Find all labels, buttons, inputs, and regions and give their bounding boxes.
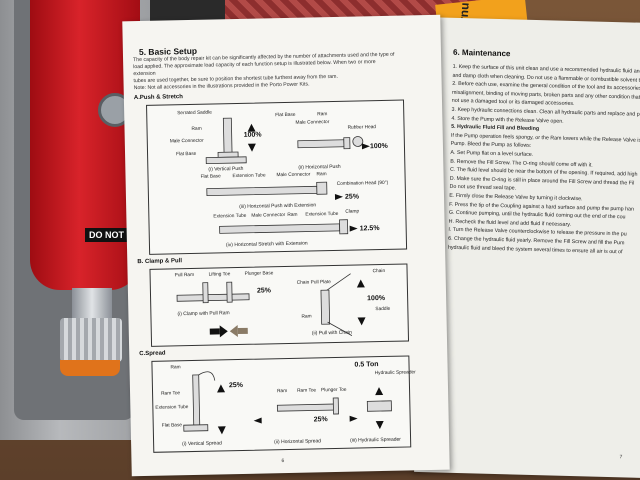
rating-hydraulic-spreader: 0.5 Ton [354,361,379,369]
label-ram-4: Ram [287,212,298,218]
percent-horizontal-push-extension: 25% [344,193,360,201]
label-lifting-toe: Lifting Toe [208,272,231,278]
maintenance-line: Pump. Bleed the Pump as follows: [450,141,532,150]
maintenance-title: 6. Maintenance [452,47,511,59]
percent-vertical-push: 100% [243,131,262,139]
label-serrated-saddle: Serrated Saddle [177,110,212,117]
label-male-connector-4: Male Connector [251,213,286,219]
clamp-pull-diagram: Pull Ram Lifting Toe Plunger Base Chain … [149,263,410,347]
label-ram-clamp: Ram [301,314,312,320]
spread-diagram: Ram Ram Toe Extension Tube Flat Base Ram… [151,355,416,453]
label-chain: Chain [372,268,386,275]
caption-hydraulic-spreader: (iii) Hydraulic Spreader [350,436,402,444]
label-clamp: Clamp [345,209,360,215]
percent-horizontal-push: 100% [369,142,388,151]
maintenance-line: hydraulic fluid and bleed the system sev… [447,244,623,255]
label-ram-2: Ram [317,112,328,118]
push-stretch-diagram: Serrated Saddle Ram Male Connector Flat … [146,99,408,255]
caption-horizontal-push: (ii) Horizontal Push [298,163,341,171]
push-stretch-heading: A.Push & Stretch [133,94,183,102]
label-extension-tube-2: Extension Tube [213,213,247,220]
percent-horizontal-spread: 25% [313,416,328,424]
label-saddle: Saddle [375,306,391,313]
maintenance-line: A. Set Pump flat on a level surface. [450,149,534,158]
label-plunger-toe: Plunger Toe [320,387,347,394]
label-ram-spread: Ram [170,365,181,371]
label-ram: Ram [191,126,202,132]
page-number-right: 7 [619,454,623,461]
label-plunger-base: Plunger Base [244,271,274,277]
clamp-pull-drawing [176,273,366,338]
percent-horizontal-stretch: 12.5% [359,225,380,233]
label-extension-tube: Extension Tube [232,173,266,180]
label-extension-tube-3: Extension Tube [305,211,339,218]
label-ram-3: Ram [316,172,327,178]
maintenance-line: 5. Hydraulic Fluid Fill and Bleeding [451,123,540,133]
spread-drawing [183,371,392,435]
label-pull-ram: Pull Ram [174,272,195,279]
maintenance-line: H. Recheck the fluid level and add fluid… [448,218,572,228]
label-flat-base-spread: Flat Base [161,423,183,429]
caption-horizontal-spread: (ii) Horizontal Spread [274,438,322,446]
label-hydraulic-spreader: Hydraulic Spreader [374,370,416,377]
label-male-connector-3: Male Connector [276,172,311,179]
orange-coupler-base [60,360,120,376]
page-number-left: 6 [281,458,285,465]
label-chain-pull-plate: Chain Pull Plate [296,280,331,286]
caption-clamp-pull-ram: (i) Clamp with Pull Ram [177,310,230,318]
maintenance-line: 4. Store the Pump with the Release Valve… [451,115,564,125]
label-ram-toe: Ram Toe [161,391,181,397]
caption-vertical-spread: (i) Vertical Spread [182,440,222,448]
push-stretch-drawing [205,117,370,235]
label-flat-base-2: Flat Base [275,112,296,119]
label-extension-tube-spread: Extension Tube [155,405,189,411]
label-male-connector-2: Male Connector [295,120,330,126]
label-ram-spread-2: Ram [277,389,288,395]
maintenance-line: not use a damaged tool or its damaged ac… [451,98,575,108]
label-rubber-head: Rubber Head [347,125,377,131]
percent-vertical-spread: 25% [228,381,244,390]
maintenance-line: Do not use thread seal tape. [449,184,517,192]
label-flat-base: Flat Base [176,151,197,158]
spread-heading: C.Spread [139,350,166,358]
label-ram-toe-2: Ram Toe [297,388,317,394]
label-male-connector: Male Connector [169,138,204,145]
pump-warning-label: DO NOT [85,228,128,242]
knurled-coupler [60,318,122,362]
clamp-pull-heading: B. Clamp & Pull [137,258,183,266]
caption-vertical-push: (i) Vertical Push [208,165,244,173]
percent-pull-chain: 100% [367,294,386,303]
manual-page-left: 5. Basic Setup The capacity of the body … [122,14,450,477]
percent-clamp: 25% [256,287,272,295]
maintenance-line: E. Firmly close the Release Valve by tur… [449,192,583,203]
intro-text: The capacity of the body repair kit can … [133,51,424,92]
caption-pull-chain: (ii) Pull with Chain [311,329,352,337]
label-combination-head: Combination Head (90°) [336,180,389,187]
label-flat-base-3: Flat Base [200,174,221,180]
